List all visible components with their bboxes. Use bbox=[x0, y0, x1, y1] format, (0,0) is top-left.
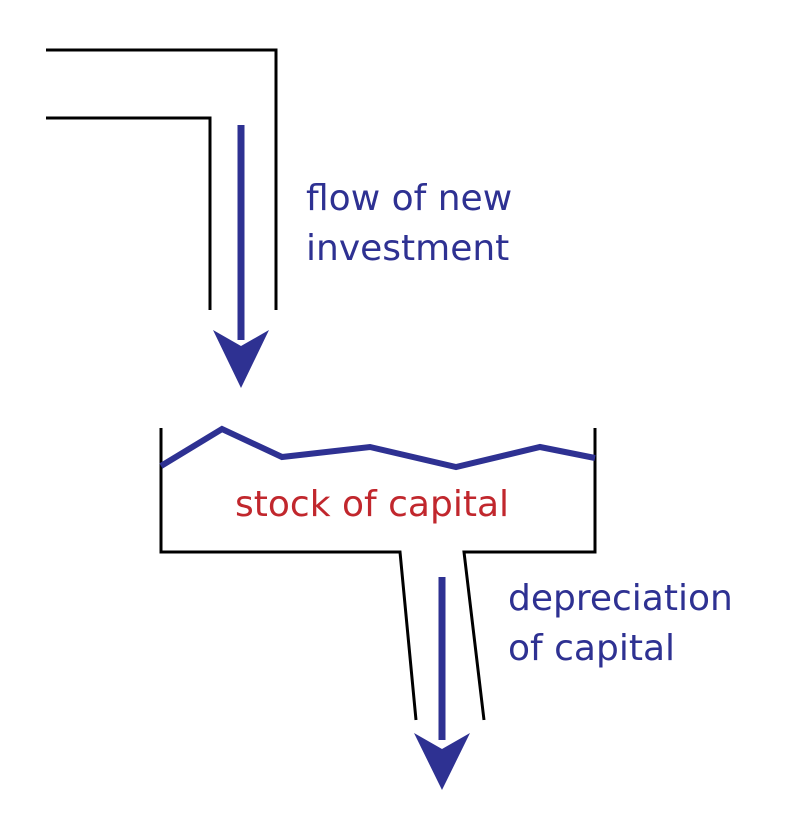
tank-wall bbox=[159, 428, 418, 721]
inflow-arrow-head bbox=[213, 330, 269, 388]
inflow-label-line-2: investment bbox=[306, 228, 510, 269]
stock-label: stock of capital bbox=[235, 484, 510, 525]
outflow-label-line-2: of capital bbox=[508, 628, 676, 669]
inflow-pipe-inner-wall bbox=[46, 116, 212, 310]
inflow-pipe-outer-wall bbox=[46, 48, 278, 310]
outflow-label-line-1: depreciation bbox=[508, 578, 733, 619]
capital-level-line bbox=[159, 425, 596, 471]
inflow-label-line-1: flow of new bbox=[306, 178, 513, 219]
tank-wall-right bbox=[462, 428, 597, 721]
outflow-arrow-head bbox=[414, 733, 470, 790]
